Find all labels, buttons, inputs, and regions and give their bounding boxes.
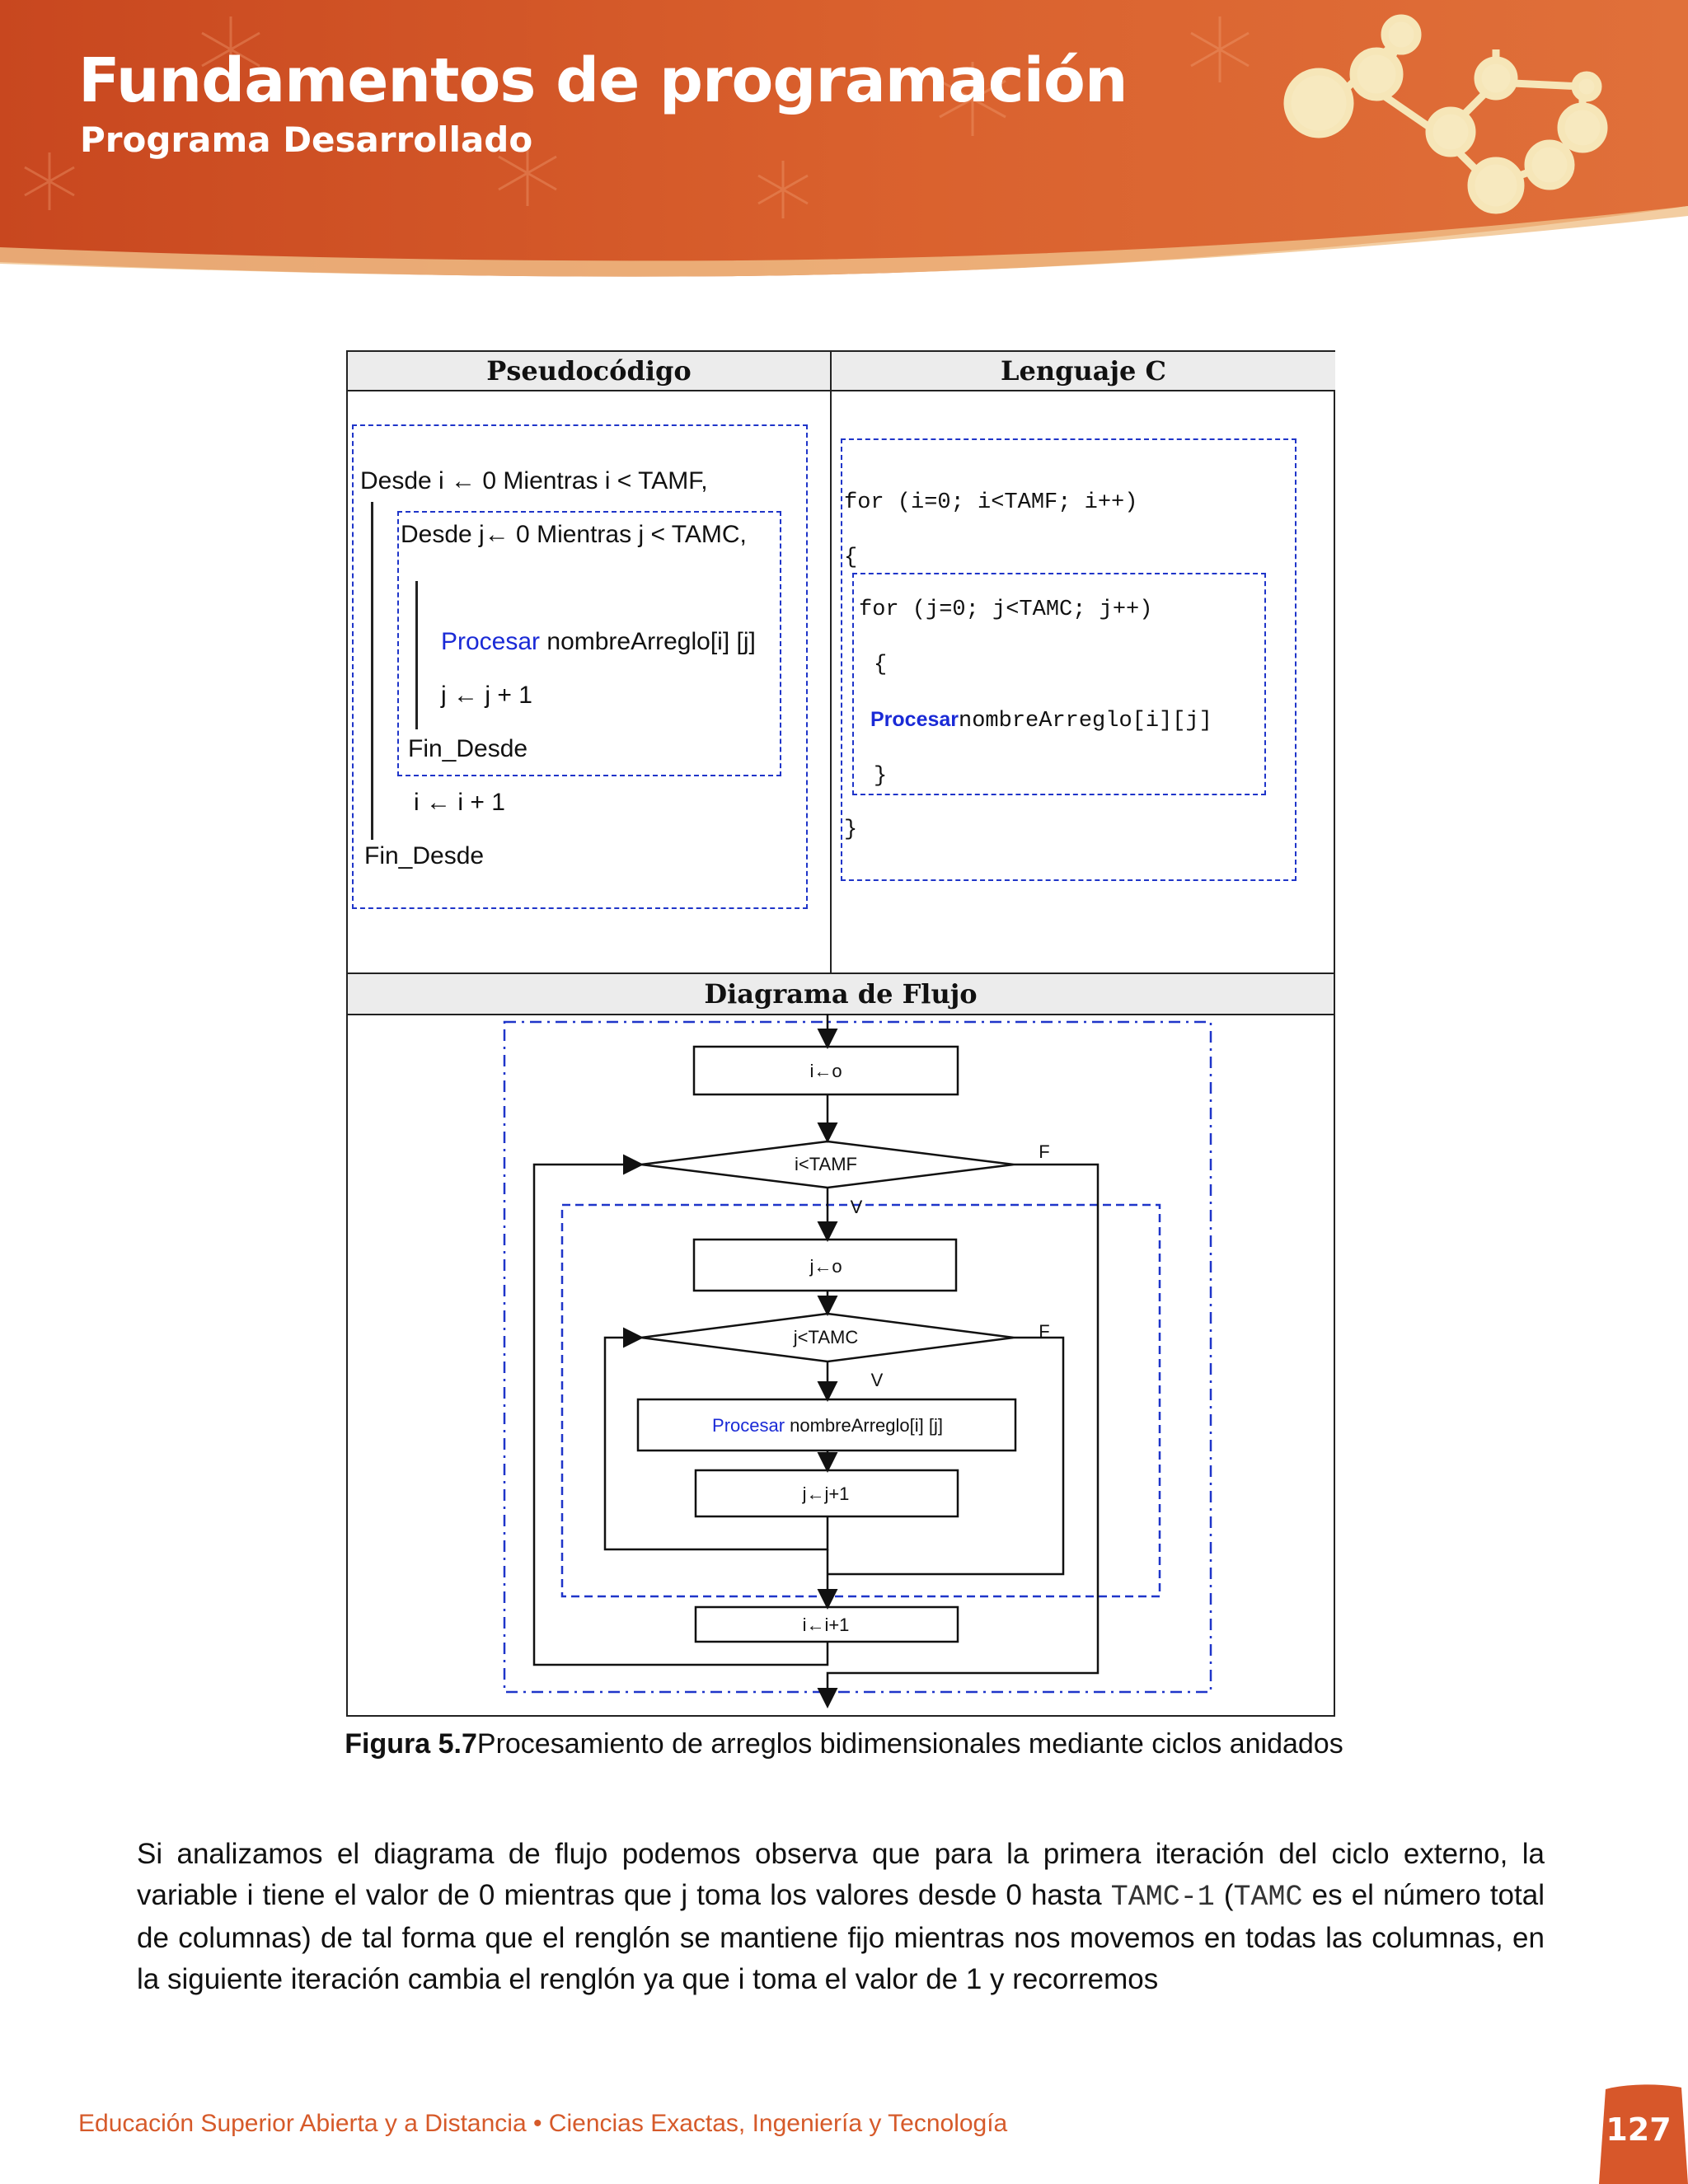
c-close-inner: } (874, 764, 888, 789)
page-number-tab (1599, 2084, 1688, 2184)
c-process-arg: nombreArreglo[i][j] (959, 709, 1212, 733)
pseudo-process-arg: nombreArreglo[i] [j] (546, 628, 756, 655)
flow-inc-j-label: j←j+1 (802, 1483, 850, 1504)
header-c-language: Lenguaje C (832, 352, 1335, 391)
pseudo-outer-start: Desde i ← 0 Mientras i < TAMF, (360, 467, 708, 494)
c-inner-for: for (j=0; j<TAMC; j++) (859, 598, 1153, 622)
figure-table: Pseudocódigo Lenguaje C Diagrama de Fluj… (346, 350, 1335, 1717)
banner-graphic (0, 0, 1688, 277)
pseudo-process-keyword: Procesar (441, 628, 541, 655)
flow-inner-false-label: F (1039, 1321, 1049, 1342)
footer-text: Educación Superior Abierta y a Distancia… (78, 2110, 1008, 2137)
column-divider (830, 352, 832, 974)
flow-outer-condition-label: i<TAMF (795, 1154, 857, 1174)
outer-loop-box (352, 424, 808, 909)
page-title: Fundamentos de programación (78, 45, 1128, 116)
flow-inner-condition-label: j<TAMC (793, 1327, 859, 1347)
c-open-inner: { (874, 653, 888, 677)
c-process: ProcesarnombreArreglo[i][j] (870, 708, 1212, 733)
body-paragraph: Si analizamos el diagrama de flujo podem… (137, 1834, 1545, 2000)
figure-caption-text: Procesamiento de arreglos bidimensionale… (476, 1728, 1343, 1760)
figure-caption: Figura 5.7Procesamiento de arreglos bidi… (0, 1728, 1688, 1760)
figure-caption-label: Figura 5.7 (345, 1728, 477, 1760)
flow-process-arg: nombreArreglo[i] [j] (790, 1415, 943, 1436)
pseudo-inner-end: Fin_Desde (408, 735, 528, 762)
header-pseudocode: Pseudocódigo (348, 352, 830, 391)
flow-init-i-label: i←o (809, 1061, 842, 1081)
c-process-keyword: Procesar (870, 708, 959, 731)
header-banner: Fundamentos de programación Programa Des… (0, 0, 1688, 297)
flow-init-j-box (692, 1238, 958, 1292)
pseudo-outer-bar (371, 502, 373, 840)
page-number: 127 (1606, 2111, 1672, 2148)
body-code-tamc: TAMC (1233, 1881, 1303, 1914)
pseudo-inc-i: i ← i + 1 (414, 789, 505, 816)
flow-outer-false-label: F (1039, 1141, 1049, 1162)
page-subtitle: Programa Desarrollado (80, 120, 533, 160)
c-close-outer: } (844, 818, 858, 842)
c-outer-for: for (i=0; i<TAMF; i++) (844, 490, 1138, 515)
pseudo-inner-bar (415, 581, 418, 729)
c-inner-loop-box (852, 573, 1266, 795)
flow-inner-true-label: V (871, 1370, 884, 1390)
c-open-outer: { (844, 546, 858, 570)
flow-init-i-box (692, 1045, 959, 1096)
body-text-part-2: ( (1214, 1879, 1234, 1911)
flow-inc-i-label: i←i+1 (803, 1615, 850, 1635)
pseudo-process: Procesar nombreArreglo[i] [j] (441, 628, 756, 656)
flow-process-keyword: Procesar (712, 1415, 785, 1436)
molecule-icon (1283, 14, 1608, 214)
inner-loop-box (397, 511, 781, 776)
flow-outer-loop-box (503, 1020, 1212, 1694)
body-text-part-1: Si analizamos el diagrama de flujo podem… (137, 1838, 1545, 1911)
body-code-tamc-1: TAMC-1 (1110, 1881, 1215, 1914)
c-outer-loop-box (841, 438, 1296, 881)
pseudo-inc-j: j ← j + 1 (441, 682, 532, 709)
pseudo-inner-start: Desde j← 0 Mientras j < TAMC, (401, 521, 747, 548)
flow-inner-loop-box (560, 1203, 1161, 1598)
header-flowchart: Diagrama de Flujo (348, 972, 1334, 1015)
pseudo-outer-end: Fin_Desde (364, 842, 485, 869)
flow-outer-true-label: V (851, 1197, 863, 1217)
flow-init-j-label: j←o (809, 1256, 842, 1277)
body-text-part-3: es el número total de columnas) de tal f… (137, 1879, 1545, 1995)
